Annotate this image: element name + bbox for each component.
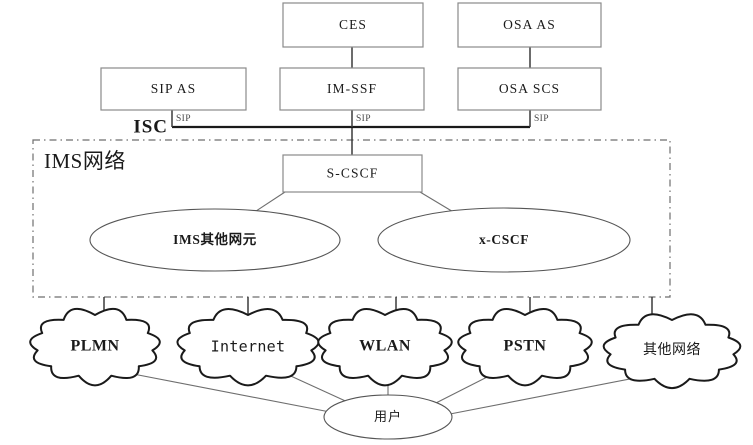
- user-link-plmn: [127, 372, 331, 413]
- app-server-rect: [457, 2, 602, 48]
- cloud-internet[interactable]: Internet: [176, 308, 320, 387]
- core-node-rect: [282, 154, 423, 193]
- cloud-shape: [29, 307, 161, 387]
- cloud-label: PLMN: [70, 338, 119, 355]
- cloud-wlan[interactable]: WLAN: [317, 308, 453, 387]
- cloud-pstn[interactable]: PSTN: [457, 308, 593, 387]
- app-server-rect: [100, 67, 247, 111]
- app-server-label: CES: [339, 17, 367, 32]
- core-ellipse-shape: [377, 207, 631, 273]
- core-ellipse-label: IMS其他网元: [173, 231, 257, 247]
- cloud-other-net[interactable]: 其他网络: [602, 313, 742, 390]
- node-osa-as[interactable]: OSA AS: [457, 2, 602, 48]
- node-ims-other[interactable]: IMS其他网元: [89, 208, 341, 272]
- sip-interface-label-2: SIP: [534, 114, 549, 124]
- app-server-label: SIP AS: [151, 81, 197, 96]
- node-im-ssf[interactable]: IM-SSF: [279, 67, 425, 111]
- cloud-shape: [457, 308, 593, 387]
- core-ellipse-shape: [89, 208, 341, 272]
- cloud-label: 其他网络: [643, 342, 701, 358]
- app-server-rect: [457, 67, 602, 111]
- connector-scscf-to-x-cscf: [419, 191, 456, 214]
- isc-bus-label: ISC: [133, 116, 168, 137]
- ims-network-region-label: IMS网络: [44, 149, 126, 173]
- cloud-plmn[interactable]: PLMN: [29, 307, 161, 387]
- vertical-connector-group: [351, 47, 531, 155]
- node-x-cscf[interactable]: x-CSCF: [377, 207, 631, 273]
- node-sip-as[interactable]: SIP AS: [100, 67, 247, 111]
- user-link-other-net: [449, 375, 646, 415]
- cloud-label: WLAN: [359, 338, 411, 355]
- cloud-label: PSTN: [504, 338, 547, 355]
- node-box-group: CES OSA AS SIP AS IM-SSF OSA SCS S-CSCF: [100, 2, 602, 193]
- user-node-group: 用户: [323, 394, 453, 440]
- app-server-label: OSA SCS: [499, 81, 560, 96]
- user-link-internet: [281, 371, 353, 405]
- sip-interface-label-0: SIP: [176, 114, 191, 124]
- cloud-shape: [317, 308, 453, 387]
- user-label: 用户: [374, 409, 402, 424]
- cloud-shape: [602, 313, 742, 390]
- user-ellipse-shape: [323, 394, 453, 440]
- app-server-rect: [279, 67, 425, 111]
- node-ellipse-group: IMS其他网元 x-CSCF: [89, 207, 631, 273]
- core-node-label: S-CSCF: [327, 166, 379, 181]
- sip-interface-label-1: SIP: [356, 114, 371, 124]
- core-ellipse-label: x-CSCF: [479, 232, 529, 247]
- access-cloud-group: PLMN Internet WLAN PSTN 其他网络: [29, 307, 742, 390]
- app-server-label: OSA AS: [503, 17, 556, 32]
- app-server-rect: [282, 2, 424, 48]
- isc-bus-group: SIP SIP SIP: [171, 110, 549, 129]
- cloud-shape: [176, 308, 320, 387]
- node-ces[interactable]: CES: [282, 2, 424, 48]
- node-scscf[interactable]: S-CSCF: [282, 154, 423, 193]
- scscf-connector-group: [249, 191, 456, 216]
- app-server-label: IM-SSF: [327, 81, 377, 96]
- cloud-label: Internet: [211, 338, 286, 356]
- node-osa-scs[interactable]: OSA SCS: [457, 67, 602, 111]
